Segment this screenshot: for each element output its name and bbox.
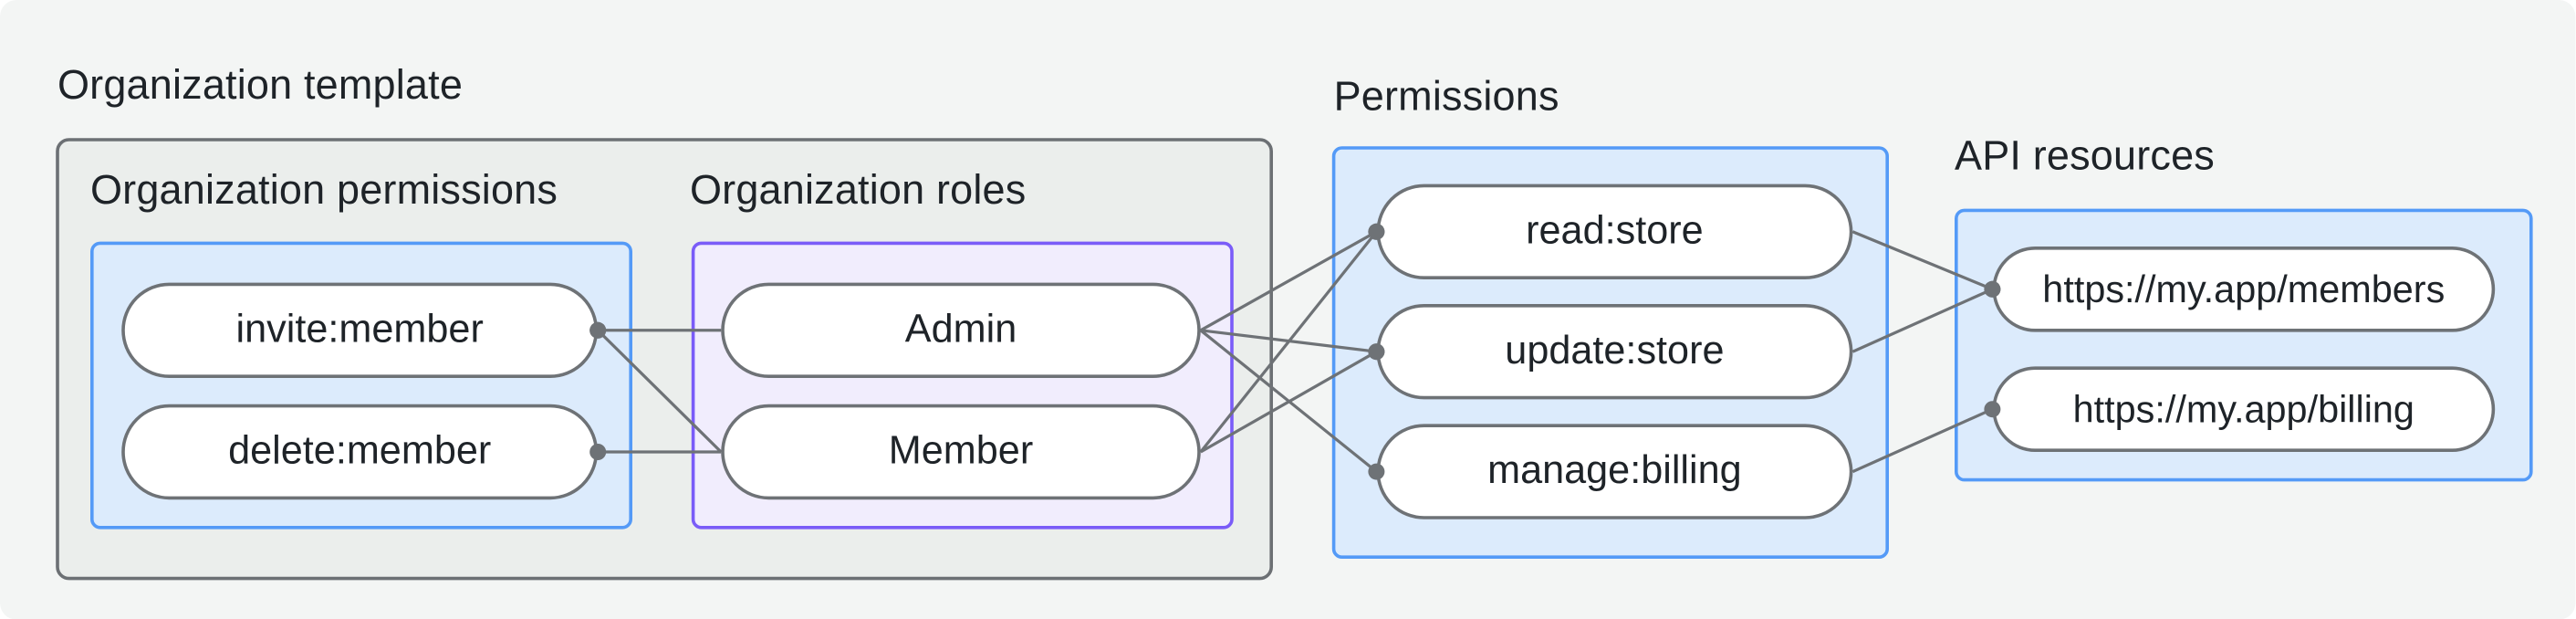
node-manage: manage:billing [1376,424,1853,519]
node-billing: https://my.app/billing [1992,366,2496,452]
node-invite: invite:member [121,282,599,378]
node-update: update:store [1376,304,1853,400]
api-resources-label: API resources [1955,132,2215,180]
node-read: read:store [1376,184,1853,279]
org-template-label: Organization template [57,62,464,109]
node-members: https://my.app/members [1992,247,2496,332]
node-admin: Admin [721,282,1201,378]
permissions-label: Permissions [1333,74,1559,121]
org-roles-label: Organization roles [690,167,1027,214]
node-delete: delete:member [121,404,599,500]
org-permissions-label: Organization permissions [90,167,558,214]
node-member: Member [721,404,1201,500]
